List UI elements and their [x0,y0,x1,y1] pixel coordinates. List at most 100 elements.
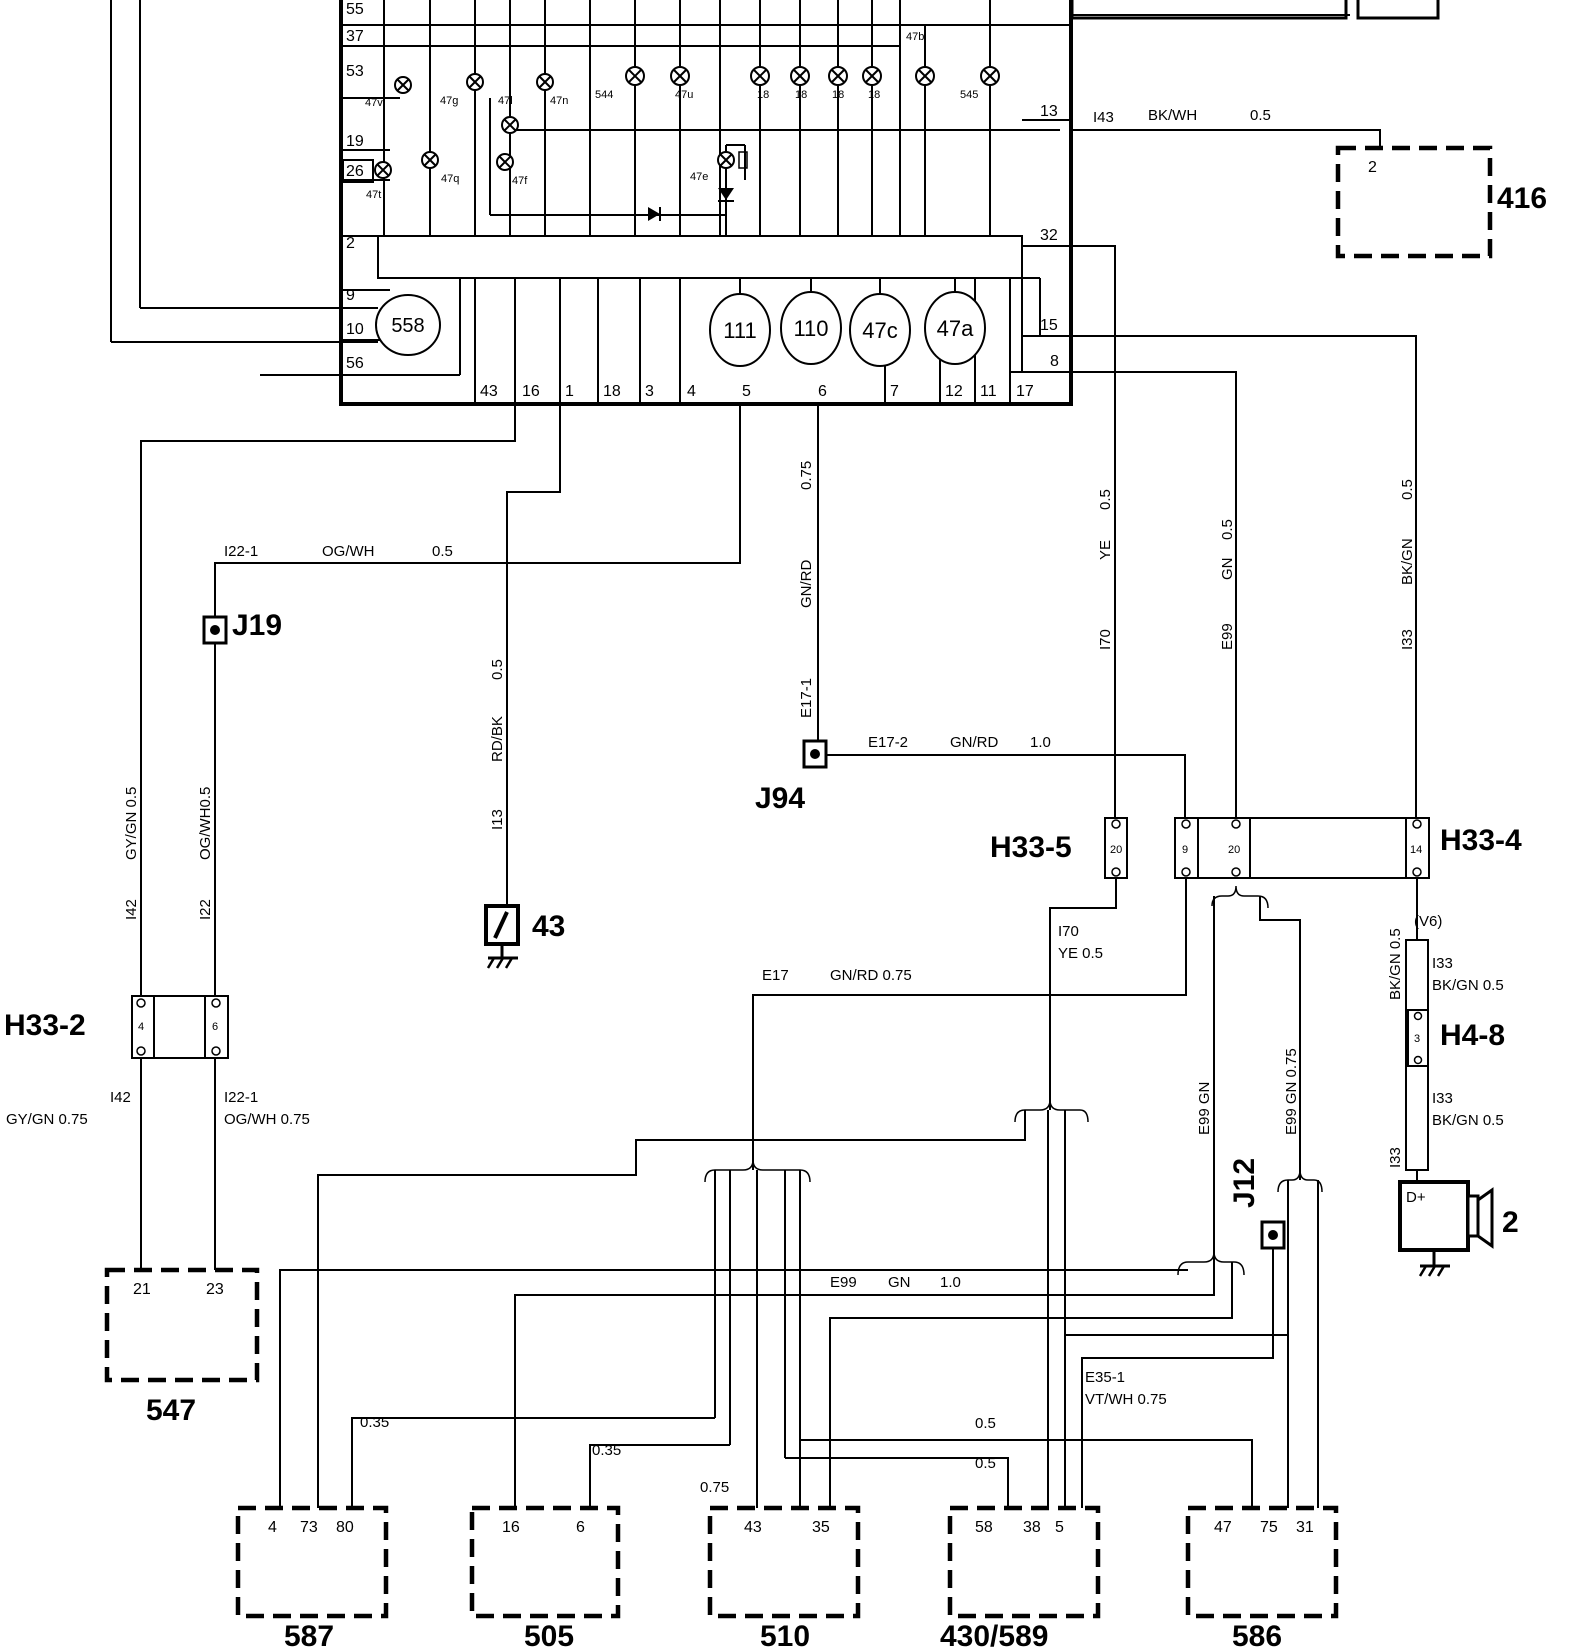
pin-6: 6 [818,383,827,400]
pin-5: 5 [742,383,751,400]
wire-i42-code-v: I42 [123,899,140,920]
wire-i70-color-v: YE [1097,540,1114,560]
component-430-pin-38: 38 [1023,1519,1041,1536]
wire-i33-side-label-b: I33 [1387,1147,1404,1168]
wire-i42-color-v: GY/GN 0.5 [123,787,140,860]
pin-17: 17 [1016,383,1034,400]
lamp-47q-icon [421,151,439,169]
component-430-589-label: 430/589 [940,1620,1048,1648]
wire-i22-1-code-b: I22-1 [224,1089,258,1106]
pin-16: 16 [522,383,540,400]
component-586-pin-75: 75 [1260,1519,1278,1536]
component-510-box [707,1505,861,1619]
connector-j12-label: J12 [1228,1158,1261,1208]
component-430-589-box [947,1505,1101,1619]
connector-h33-5: 20 H33-5 [990,817,1128,879]
connector-h33-2-pin-4: 4 [138,1021,144,1033]
lamp-47f-icon [496,153,514,171]
lamp-label-47q: 47q [441,173,459,185]
connector-j19-label: J19 [232,609,282,642]
wire-i42 [140,404,516,996]
wire-i13-code: I13 [489,809,506,830]
lamp-label-47u: 47u [675,89,693,101]
wire-e99-color-v: GN [1219,558,1236,581]
lamp-18d-icon [862,66,882,86]
wire-i33-color-b: BK/GN 0.5 [1432,1112,1504,1129]
lamp-47g-icon [466,73,484,91]
connector-h33-2-pin-6: 6 [212,1021,218,1033]
lamp-18b-icon [790,66,810,86]
component-547: 21 23 547 [104,1267,260,1427]
wire-e99-size-h: 1.0 [940,1274,961,1291]
wire-i22-1-code: I22-1 [224,543,258,560]
wire-e99-vertical-labels: E99 GN 0.5 [1219,519,1236,650]
lamp-label-47v: 47v [365,97,383,109]
gauge-47c [849,293,911,367]
component-2-label: 2 [1502,1206,1519,1239]
wire-e99-gn-label: E99 GN [1196,1082,1213,1135]
connector-j12: J12 [1228,1158,1286,1250]
wire-e17-1-code: E17-1 [798,678,815,718]
lamp-label-47b: 47b [906,31,924,43]
connector-h33-4-pin-9: 9 [1182,844,1188,856]
pin-9: 9 [346,287,355,304]
wire-e99-gn-075-label: E99 GN 0.75 [1283,1048,1300,1135]
wire-e17-1-vertical-labels: E17-1 GN/RD 0.75 [798,461,815,718]
warning-lamps [374,66,1000,179]
wire-i22-color-v: OG/WH0.5 [197,787,214,860]
pin-12: 12 [945,383,963,400]
connector-h33-4-label: H33-4 [1440,824,1522,857]
wire-e35-1 [1081,1248,1274,1508]
wire-i33-code-v: I33 [1399,629,1416,650]
pin-1: 1 [565,383,574,400]
wire-587-4 [279,1269,1188,1508]
lamp-545-icon [980,66,1000,86]
lamp-labels: 47v 47g 47l 47n 544 47u 18 18 18 18 47b … [365,31,978,201]
component-586-box [1185,1505,1339,1619]
wire-e35-1-code: E35-1 [1085,1369,1125,1386]
pin-15: 15 [1040,317,1058,334]
lamp-label-47g: 47g [440,95,458,107]
wire-i33-code-b: I33 [1432,1090,1453,1107]
wire-i22-code-v: I22 [197,899,214,920]
wire-i43-color: BK/WH [1148,107,1197,124]
splice-i70-brace [1014,1099,1089,1123]
component-416-box [1335,145,1493,259]
wire-e35-1-color: VT/WH 0.75 [1085,1391,1167,1408]
cluster-bus-bar [377,235,1023,279]
wire-e17-color-b: GN/RD 0.75 [830,967,912,984]
wire-e99-code-v: E99 [1219,623,1236,650]
cluster-left-pins: 55 37 53 19 26 2 9 10 56 [346,1,364,372]
component-43: 43 [484,904,565,969]
wire-510-35 [829,1262,1233,1508]
wire-i13-color: RD/BK [489,716,506,762]
wire-i33-color-a: BK/GN 0.5 [1432,977,1504,994]
component-43-label: 43 [532,910,565,943]
component-510-pin-43: 43 [744,1519,762,1536]
pin-37: 37 [346,28,364,45]
gauge-111 [709,293,771,367]
wire-i22-vertical-labels: I22 OG/WH0.5 [197,787,214,920]
wire-i33-side-labels-b: I33 [1387,1147,1404,1168]
lamp-label-18b: 18 [795,89,807,101]
lamp-47t-icon [374,161,392,179]
wire-505-16 [514,1262,1215,1508]
component-587-pin-73: 73 [300,1519,318,1536]
wire-i70-lower [1049,878,1117,1110]
connector-j94-label: J94 [755,782,805,815]
connector-h33-5-pin: 20 [1110,844,1122,856]
resistor-icon [738,151,748,169]
pin-11: 11 [980,383,997,400]
pin-53: 53 [346,63,364,80]
splice-e99-lower-brace [1177,1251,1245,1276]
wire-i33 [1071,335,1417,820]
diode-icon [648,207,660,221]
component-416-pin: 2 [1368,159,1377,176]
wire-i13 [506,404,561,906]
gauge-47a [924,291,986,365]
pin-32: 32 [1040,227,1058,244]
pin-4: 4 [687,383,696,400]
component-587-pin-80: 80 [336,1519,354,1536]
lamp-47l-icon [501,116,519,134]
